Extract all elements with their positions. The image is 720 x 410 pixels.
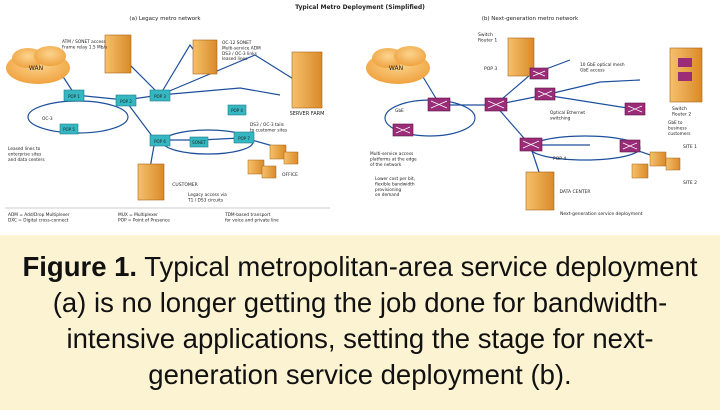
panel-a-wan-cloud: WAN	[6, 46, 70, 84]
panel-b-pop3-label: POP 3	[484, 66, 497, 72]
figure-caption: Figure 1. Typical metropolitan-area serv…	[0, 235, 720, 410]
pop5-label: POP 5	[63, 127, 75, 132]
panel-b-wan-label: WAN	[389, 65, 403, 72]
panel-b-data-center: DATA CENTER	[525, 171, 591, 211]
panel-b-wan-cloud: WAN	[366, 46, 430, 84]
pop3-label: POP 3	[154, 94, 166, 99]
panel-a: (a) Legacy metro network WAN	[5, 16, 330, 223]
pop1-label: POP 1	[68, 94, 80, 99]
panel-b-pop4-label: POP 4	[553, 156, 566, 162]
caption-text: Typical metropolitan-area service deploy…	[52, 251, 698, 390]
panel-a-switch-labels: POP 1 POP 2 POP 3 POP 4 POP 5 POP 6 POP …	[63, 94, 250, 145]
panel-b-label: (b) Next-generation metro network	[482, 16, 579, 22]
panel-a-building-4: CUSTOMER	[137, 163, 198, 201]
panel-a-customer-label: CUSTOMER	[172, 182, 197, 188]
panel-b: (b) Next-generation metro network WAN	[366, 16, 703, 217]
panel-b-links	[384, 59, 666, 176]
pop6-label: POP 6	[154, 139, 166, 144]
caption-prefix: Figure 1.	[22, 251, 138, 282]
panel-b-building-2	[669, 47, 703, 103]
panel-b-site2-label: SITE 2	[683, 180, 697, 186]
panel-a-switches	[59, 89, 255, 148]
pop4-label: POP 4	[231, 108, 243, 113]
panel-b-site1-label: SITE 1	[683, 144, 697, 150]
panel-a-office-label: OFFICE	[282, 172, 298, 178]
panel-a-building-1	[104, 34, 132, 74]
panel-a-note-m: OC-3	[42, 116, 53, 122]
panel-b-site-cluster: SITE 1 SITE 2	[631, 144, 697, 186]
panel-b-note-b: Next-generation service deployment	[560, 211, 643, 217]
pop2-label: POP 2	[120, 99, 132, 104]
pop7-label: POP 7	[238, 136, 250, 141]
panel-b-switches	[392, 67, 646, 153]
panel-a-wan-label: WAN	[29, 65, 43, 72]
panel-a-label: (a) Legacy metro network	[129, 16, 201, 22]
network-diagram: Typical Metro Deployment (Simplified) (a…	[5, 4, 703, 223]
panel-a-server-farm-label: SERVER FARM	[290, 111, 325, 117]
figure-title: Typical Metro Deployment (Simplified)	[295, 4, 425, 11]
sonet-label: SONET	[192, 140, 206, 145]
panel-b-note-tl: GbE	[395, 108, 404, 114]
panel-a-building-2	[192, 39, 218, 75]
panel-b-switch-marks	[395, 70, 643, 150]
panel-b-building-1	[507, 37, 535, 77]
panel-a-office-cluster: OFFICE	[247, 144, 299, 179]
panel-b-data-center-label: DATA CENTER	[559, 189, 590, 195]
panel-a-building-3: SERVER FARM	[290, 51, 325, 117]
